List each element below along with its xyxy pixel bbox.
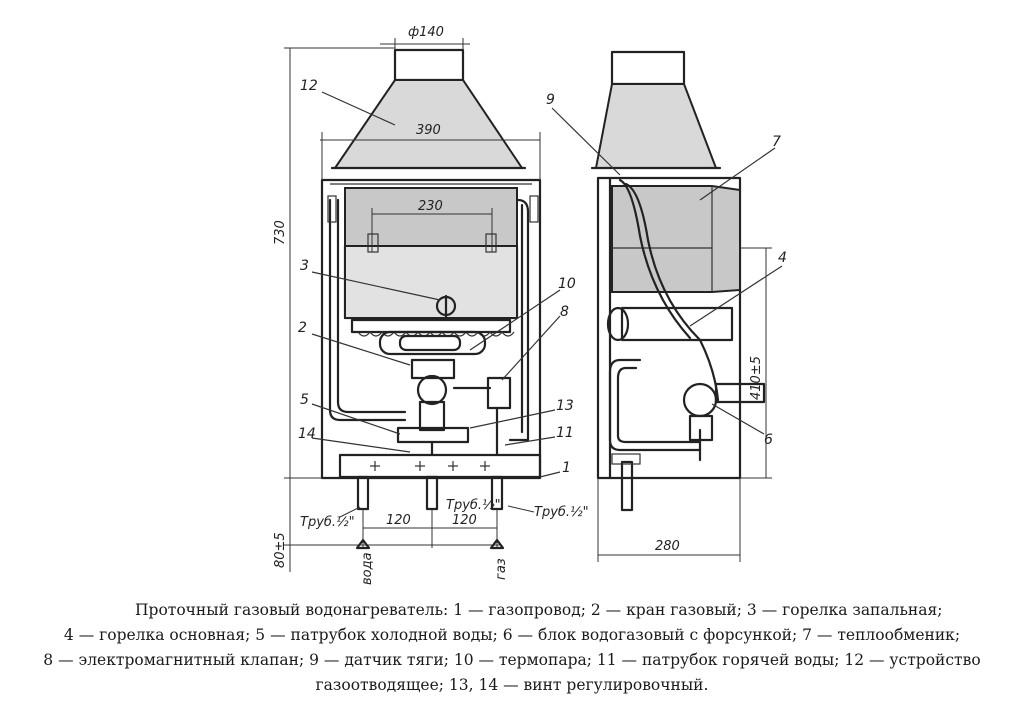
label-11: 11 <box>556 425 574 441</box>
side-leaders <box>551 107 783 435</box>
side-labels: 9 7 4 6 <box>546 92 787 448</box>
front-dimensions: ф140 390 230 730 80±5 120 120 вода газ Т… <box>273 25 589 585</box>
label-7: 7 <box>772 134 781 150</box>
label-9: 9 <box>546 92 555 108</box>
front-heat-exchanger <box>344 187 518 247</box>
front-burner <box>350 318 512 334</box>
heater-drawing: ф140 390 230 730 80±5 120 120 вода газ Т… <box>273 25 787 585</box>
label-14: 14 <box>298 426 316 442</box>
label-4: 4 <box>778 250 787 266</box>
dim-730: 730 <box>273 220 288 245</box>
label-5: 5 <box>300 392 309 408</box>
side-flue-pipe <box>610 50 686 86</box>
front-flue-pipe <box>393 48 465 82</box>
side-hood <box>594 83 718 169</box>
front-leaders <box>311 91 561 478</box>
label-pipe-right: Труб.½" <box>534 505 589 520</box>
dim-80: 80±5 <box>273 532 288 568</box>
front-labels: 12 3 2 10 8 5 14 13 11 1 <box>298 78 576 476</box>
dim-280: 280 <box>655 539 680 554</box>
dim-410: 410±5 <box>749 356 764 400</box>
caption-line-3: 8 — электромагнитный клапан; 9 — датчик … <box>43 651 981 669</box>
label-8: 8 <box>560 304 569 320</box>
label-pipe-mid: Труб.½" <box>446 498 501 513</box>
side-heat-exchanger <box>611 185 741 293</box>
dim-120-left: 120 <box>386 513 411 528</box>
front-manifold <box>338 453 542 479</box>
dim-140: ф140 <box>408 25 444 40</box>
label-10: 10 <box>558 276 576 292</box>
caption-line-1: Проточный газовый водонагреватель: 1 — г… <box>135 601 943 619</box>
label-water-in: вода <box>360 552 375 585</box>
caption-line-2: 4 — горелка основная; 5 — патрубок холод… <box>63 626 961 644</box>
dim-230: 230 <box>418 199 443 214</box>
front-view <box>320 48 542 511</box>
label-gas-in: газ <box>494 558 509 580</box>
label-6: 6 <box>764 432 773 448</box>
dim-120-right: 120 <box>452 513 477 528</box>
front-gas-block <box>410 358 456 380</box>
figure-caption: Проточный газовый водонагреватель: 1 — г… <box>0 598 1024 698</box>
label-1: 1 <box>562 460 571 476</box>
caption-line-4: газоотводящее; 13, 14 — винт регулировоч… <box>315 676 709 694</box>
label-3: 3 <box>300 258 309 274</box>
label-2: 2 <box>298 320 307 336</box>
side-view: 410±5 280 <box>590 50 772 562</box>
dim-390: 390 <box>416 123 441 138</box>
label-13: 13 <box>556 398 574 414</box>
label-pipe-left: Труб.½" <box>300 515 355 530</box>
label-12: 12 <box>300 78 318 94</box>
